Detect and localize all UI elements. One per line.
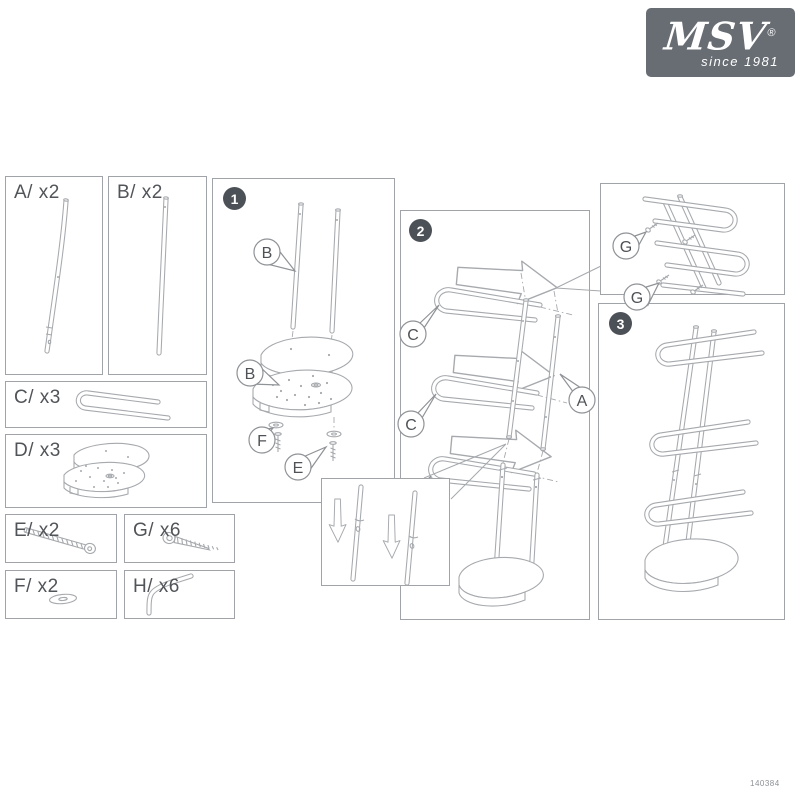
- part-label-d: D/ x3: [14, 440, 61, 461]
- step-1-illustration: B B F E: [236, 202, 354, 481]
- step-3-panel: 3: [598, 303, 785, 620]
- svg-text:C: C: [405, 417, 417, 434]
- washer-illustration: [48, 593, 78, 605]
- screw-illustration: [162, 531, 219, 551]
- part-box-d: D/ x3: [5, 434, 207, 508]
- part-box-f: F/ x2: [5, 570, 117, 619]
- part-label-c: C/ x3: [14, 387, 61, 408]
- joint-detail-inset: [321, 478, 450, 586]
- part-box-b: B/ x2: [108, 176, 207, 375]
- balloon-c2: C: [397, 393, 437, 438]
- step-1-panel: 1: [212, 178, 395, 503]
- logo-brand: MSV®: [644, 13, 798, 59]
- part-box-a: A/ x2: [5, 176, 103, 375]
- screw-detail-illustration: G: [612, 194, 750, 297]
- step-1-badge: 1: [223, 187, 246, 210]
- base-plate-illustration: [63, 442, 150, 499]
- screw-detail-panel: G: [600, 183, 785, 297]
- balloon-a: A: [559, 373, 596, 414]
- step-2-badge: 2: [409, 219, 432, 242]
- svg-text:G: G: [620, 239, 632, 256]
- bolt-illustration: [23, 527, 96, 555]
- long-pole-illustration: [44, 198, 69, 354]
- svg-text:A: A: [577, 393, 588, 410]
- joint-detail-illustration: [328, 484, 419, 586]
- svg-text:B: B: [262, 245, 273, 262]
- registered-mark: ®: [766, 27, 777, 39]
- allen-key-illustration: [146, 573, 194, 616]
- svg-text:B: B: [245, 366, 256, 383]
- balloon-b2: B: [236, 359, 281, 387]
- svg-text:F: F: [257, 433, 267, 450]
- short-pole-illustration: [156, 196, 169, 356]
- logo-text: MSV: [662, 13, 770, 59]
- logo-tagline: since 1981: [701, 53, 779, 69]
- part-label-f: F/ x2: [14, 576, 59, 597]
- svg-text:E: E: [293, 460, 304, 477]
- msv-logo: MSV® since 1981: [646, 8, 795, 77]
- step-3-badge: 3: [609, 312, 632, 335]
- balloon-b1: B: [253, 238, 297, 273]
- part-label-b: B/ x2: [117, 182, 163, 203]
- part-label-h: H/ x6: [133, 576, 180, 597]
- balloon-g1: G: [612, 230, 648, 260]
- balloon-c1: C: [399, 304, 440, 348]
- part-box-h: H/ x6: [124, 570, 235, 619]
- balloon-e: E: [284, 445, 328, 481]
- towel-bar-illustration: [75, 390, 171, 421]
- part-label-g: G/ x6: [133, 520, 181, 541]
- part-label-a: A/ x2: [14, 182, 60, 203]
- part-box-g: G/ x6: [124, 514, 235, 563]
- part-label-e: E/ x2: [14, 520, 60, 541]
- balloon-f: F: [248, 426, 276, 454]
- document-number: 140384: [750, 779, 780, 788]
- step-3-illustration: [644, 325, 765, 593]
- svg-text:C: C: [407, 327, 419, 344]
- part-box-c: C/ x3: [5, 381, 207, 428]
- part-box-e: E/ x2: [5, 514, 117, 563]
